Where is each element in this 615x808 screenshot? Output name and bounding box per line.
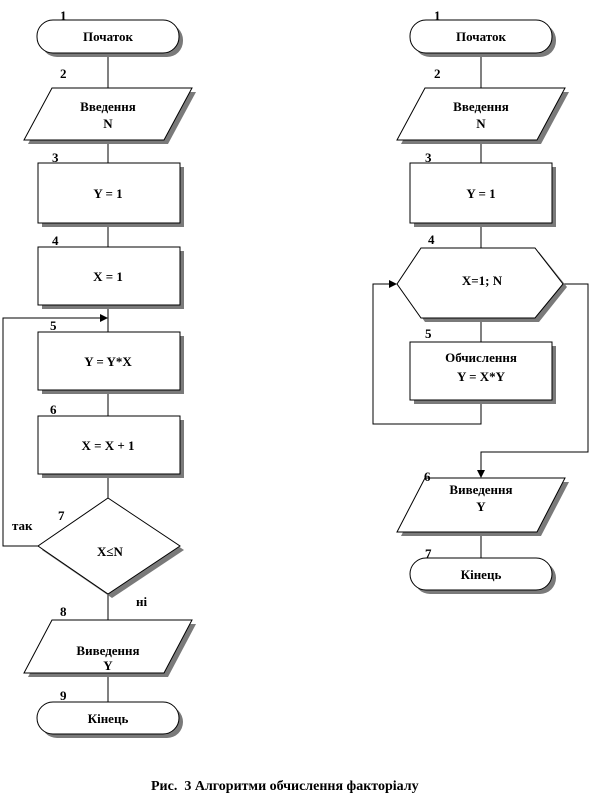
right-input-parallelogram (396, 87, 566, 141)
right-y-init-label: Y = 1 (466, 186, 495, 201)
left-step-number-5: 5 (50, 318, 57, 333)
left-end-label: Кінець (88, 711, 129, 726)
left-start-terminal (36, 19, 180, 54)
right-output-label-line2: Y (476, 499, 486, 514)
left-process-y-init (37, 162, 181, 224)
left-step-number-8: 8 (60, 604, 67, 619)
left-input-parallelogram (23, 87, 193, 141)
right-step-number-4: 4 (428, 232, 435, 247)
right-process-y-init (409, 162, 553, 224)
right-end-label: Кінець (461, 567, 502, 582)
left-process-x-increment (37, 415, 181, 475)
right-loop-arrow (389, 280, 397, 288)
right-step-number-5: 5 (425, 326, 432, 341)
left-output-label-line1: Виведення (76, 643, 139, 658)
left-input-label-line1: Введення (80, 99, 136, 114)
left-end-terminal (36, 701, 180, 735)
left-loop-back-line (2, 317, 102, 547)
right-loop-label: X=1; N (462, 273, 503, 288)
figure-caption: Рис. 3 Алгоритми обчислення факторіалу (151, 779, 419, 794)
left-step-number-2: 2 (60, 66, 67, 81)
left-condition-label: X≤N (97, 544, 124, 559)
left-x-init-label: X = 1 (93, 269, 123, 284)
left-step-number-9: 9 (60, 688, 67, 703)
left-step-number-3: 3 (52, 150, 59, 165)
left-step-number-1: 1 (60, 8, 67, 23)
right-input-label-line1: Введення (453, 99, 509, 114)
right-exit-arrow (477, 470, 485, 478)
left-process-y-multiply (37, 331, 181, 391)
left-input-label-line2: N (103, 116, 113, 131)
left-step-number-4: 4 (52, 233, 59, 248)
left-process-x-init (37, 246, 181, 306)
right-start-terminal (409, 19, 553, 54)
right-input-label-line2: N (476, 116, 486, 131)
left-flowchart: Початок 1 Введення N 2 Y = 1 3 X = 1 4 Y… (2, 8, 196, 738)
right-flowchart: Початок 1 Введення N 2 Y = 1 3 X=1; N 4 … (372, 8, 589, 594)
left-start-label: Початок (83, 29, 133, 44)
right-end-terminal (409, 557, 553, 591)
right-step-number-3: 3 (425, 150, 432, 165)
left-no-label: ні (136, 594, 147, 609)
right-step-number-1: 1 (434, 8, 441, 23)
left-condition-diamond (37, 497, 181, 595)
left-x-increment-label: X = X + 1 (81, 438, 134, 453)
left-loop-arrow (100, 314, 108, 322)
left-output-parallelogram (23, 619, 193, 674)
right-loop-exit-line (480, 283, 589, 472)
right-output-label-line1: Виведення (449, 482, 512, 497)
right-start-label: Початок (456, 29, 506, 44)
right-step-number-2: 2 (434, 66, 441, 81)
right-process-calculation (409, 341, 553, 401)
left-y-init-label: Y = 1 (93, 186, 122, 201)
right-step-number-7: 7 (425, 546, 432, 561)
right-calc-label-line1: Обчислення (445, 350, 517, 365)
right-calc-label-line2: Y = X*Y (457, 369, 506, 384)
left-yes-label: так (12, 518, 33, 533)
left-output-label-line2: Y (103, 658, 113, 673)
left-step-number-6: 6 (50, 402, 57, 417)
right-loop-back-line (372, 283, 482, 425)
right-loop-hexagon (396, 247, 564, 319)
left-step-number-7: 7 (58, 508, 65, 523)
right-step-number-6: 6 (424, 469, 431, 484)
left-y-multiply-label: Y = Y*X (84, 354, 132, 369)
right-output-parallelogram (396, 477, 566, 533)
